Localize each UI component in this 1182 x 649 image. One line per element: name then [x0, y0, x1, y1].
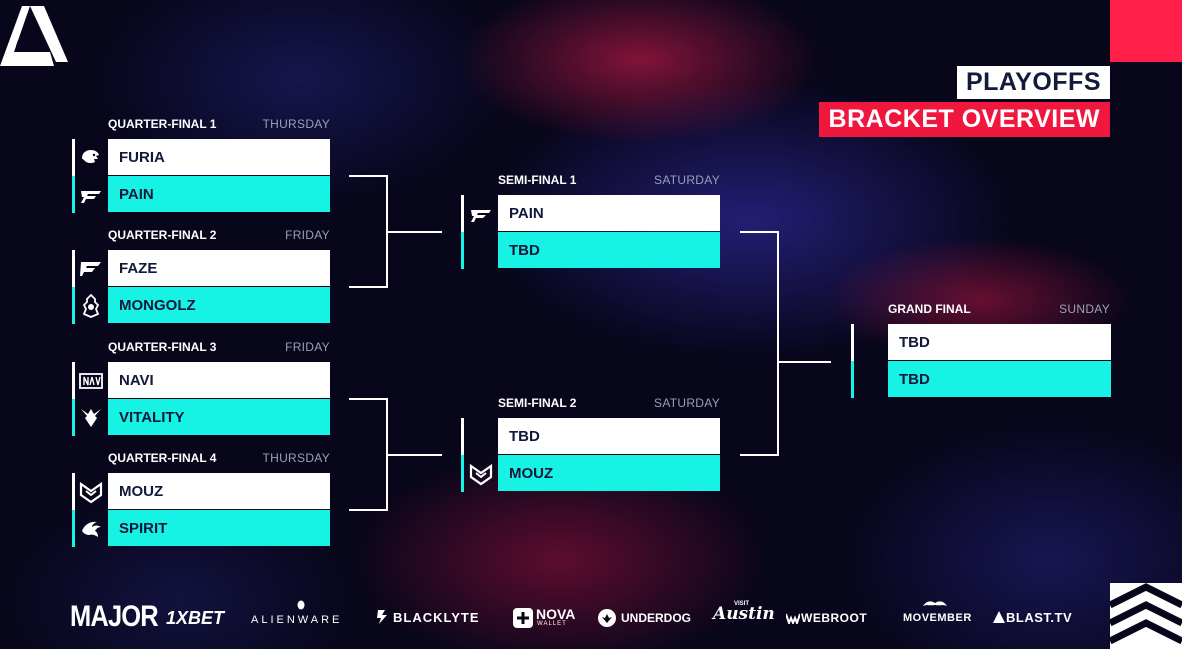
- qf2-header: QUARTER-FINAL 2 FRIDAY: [108, 228, 330, 244]
- qf1-team1: FURIA: [108, 139, 330, 175]
- gf-team1: TBD: [888, 324, 1111, 360]
- gf-team2: TBD: [888, 361, 1111, 397]
- qf3-team1: NAVI: [108, 362, 330, 398]
- accent-corner: [1110, 0, 1182, 62]
- sponsor-nova-wallet: WALLET: [537, 621, 567, 627]
- pain-logo-icon: [471, 210, 491, 222]
- connector-qf4: [349, 509, 387, 511]
- sf2-accent-bottom: [461, 455, 464, 492]
- qf3-header: QUARTER-FINAL 3 FRIDAY: [108, 340, 330, 356]
- webroot-icon: [786, 613, 800, 624]
- connector-sf1: [740, 231, 778, 233]
- qf1-header: QUARTER-FINAL 1 THURSDAY: [108, 117, 330, 133]
- qf1-title: QUARTER-FINAL 1: [108, 117, 217, 131]
- sponsor-webroot: WEBROOT: [801, 611, 868, 625]
- connector-sf2: [740, 454, 778, 456]
- connector-sf-vertical: [777, 231, 779, 456]
- sponsor-blacklyte: BLACKLYTE: [393, 610, 480, 625]
- gf-accent-top: [851, 324, 854, 361]
- sf2-team1: TBD: [498, 418, 720, 454]
- gf-title: GRAND FINAL: [888, 302, 971, 316]
- sf2-accent-top: [461, 418, 464, 455]
- qf2-title: QUARTER-FINAL 2: [108, 228, 217, 242]
- qf1-accent-bottom: [72, 176, 75, 213]
- movember-mustache-icon: [923, 601, 947, 606]
- faze-logo-icon: [80, 262, 101, 276]
- vitality-logo-icon: [81, 409, 101, 427]
- sf1-team2: TBD: [498, 232, 720, 268]
- gf-accent-bottom: [851, 361, 854, 398]
- connector-to-sf2: [386, 454, 442, 456]
- qf3-accent-top: [72, 362, 75, 399]
- sf1-day: SATURDAY: [654, 173, 720, 187]
- sf2-team2: MOUZ: [498, 455, 720, 491]
- qf3-team2: VITALITY: [108, 399, 330, 435]
- qf4-title: QUARTER-FINAL 4: [108, 451, 217, 465]
- qf4-team2: SPIRIT: [108, 510, 330, 546]
- qf1-team2: PAIN: [108, 176, 330, 212]
- qf4-team1: MOUZ: [108, 473, 330, 509]
- nova-wallet-icon: [513, 608, 533, 628]
- connector-qf1: [349, 175, 387, 177]
- alienware-head-icon: [297, 600, 305, 610]
- sf1-team1: PAIN: [498, 195, 720, 231]
- gf-header: GRAND FINAL SUNDAY: [888, 302, 1110, 318]
- sf1-accent-bottom: [461, 232, 464, 269]
- qf3-accent-bottom: [72, 399, 75, 436]
- underdog-icon: [598, 609, 616, 627]
- connector-qf3: [349, 398, 387, 400]
- sf2-header: SEMI-FINAL 2 SATURDAY: [498, 396, 720, 412]
- qf3-day: FRIDAY: [285, 340, 330, 354]
- qf4-day: THURSDAY: [262, 451, 330, 465]
- sponsor-1xbet: 1XBET: [166, 608, 225, 628]
- blast-icon: [993, 611, 1005, 623]
- sponsor-movember: MOVEMBER: [903, 612, 972, 624]
- mouz-logo-icon: [469, 463, 493, 486]
- qf2-accent-top: [72, 250, 75, 287]
- title-bracket-overview: BRACKET OVERVIEW: [818, 102, 1110, 137]
- sponsor-alienware: ALIENWARE: [251, 614, 343, 626]
- qf2-day: FRIDAY: [285, 228, 330, 242]
- connector-to-grand-final: [777, 361, 831, 363]
- qf1-day: THURSDAY: [262, 117, 330, 131]
- sponsor-visit: VISIT: [734, 601, 750, 607]
- austin-major-logo-icon: [0, 6, 68, 66]
- sf1-title: SEMI-FINAL 1: [498, 173, 577, 187]
- sf2-title: SEMI-FINAL 2: [498, 396, 577, 410]
- sf1-header: SEMI-FINAL 1 SATURDAY: [498, 173, 720, 189]
- blacklyte-icon: [377, 610, 387, 624]
- qf2-team2: MONGOLZ: [108, 287, 330, 323]
- qf4-accent-top: [72, 473, 75, 510]
- title-playoffs: PLAYOFFS: [956, 66, 1110, 99]
- mouz-logo-icon: [79, 481, 103, 504]
- sponsor-major: MAJOR: [70, 600, 159, 633]
- spirit-dragon-icon: [82, 521, 101, 537]
- qf2-accent-bottom: [72, 287, 75, 324]
- sponsor-underdog: UNDERDOG: [621, 611, 692, 625]
- sf1-accent-top: [461, 195, 464, 232]
- sf2-day: SATURDAY: [654, 396, 720, 410]
- qf1-accent-top: [72, 139, 75, 176]
- furia-panther-icon: [82, 150, 99, 164]
- pain-logo-icon: [81, 191, 101, 203]
- qf4-accent-bottom: [72, 510, 75, 547]
- mongolz-logo-icon: [82, 294, 100, 318]
- chevron-corner-icon: [1110, 583, 1182, 649]
- sponsor-nova: NOVA: [536, 606, 576, 622]
- navi-logo-icon: [79, 373, 103, 389]
- gf-day: SUNDAY: [1059, 302, 1110, 316]
- qf2-team1: FAZE: [108, 250, 330, 286]
- sponsor-blast-tv: BLAST.TV: [1006, 610, 1073, 625]
- connector-qf2: [349, 286, 387, 288]
- sponsor-austin: Austin: [713, 604, 775, 624]
- qf3-title: QUARTER-FINAL 3: [108, 340, 217, 354]
- connector-to-sf1: [386, 231, 442, 233]
- qf4-header: QUARTER-FINAL 4 THURSDAY: [108, 451, 330, 467]
